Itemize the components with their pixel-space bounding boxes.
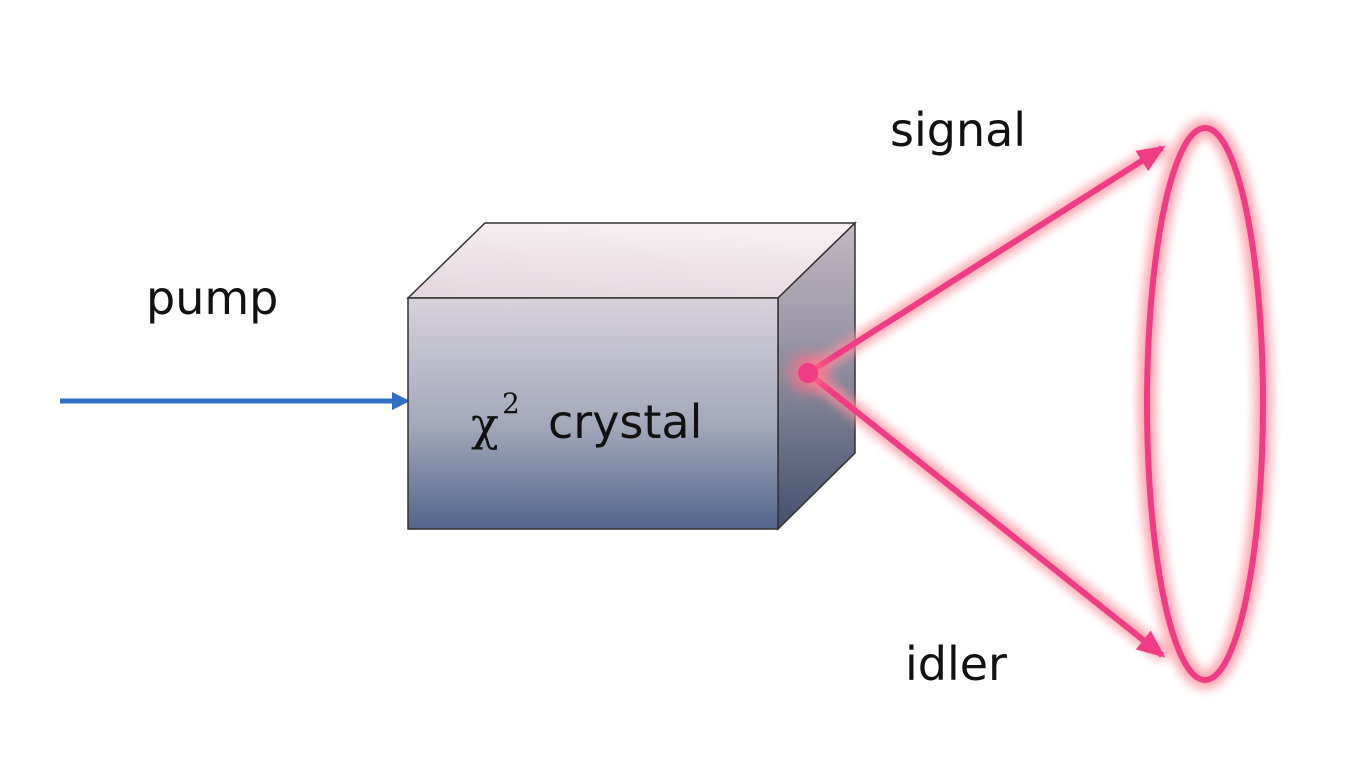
pump-arrowhead-icon — [392, 392, 410, 410]
signal-beam — [806, 145, 1166, 376]
crystal-front-face — [407, 297, 779, 530]
idler-beam — [806, 370, 1166, 658]
emission-spot — [788, 353, 828, 393]
chi-exponent: 2 — [502, 387, 520, 420]
crystal-top-face — [406, 222, 857, 299]
idler-label: idler — [905, 637, 1007, 691]
emission-glow — [800, 119, 1272, 689]
emission-cone-ring — [1144, 125, 1266, 683]
chi-symbol: χ — [471, 397, 499, 451]
pump-beam — [35, 387, 410, 417]
crystal-word: crystal — [548, 395, 702, 449]
pump-label: pump — [146, 271, 278, 325]
crystal-label: χ 2 crystal — [471, 387, 702, 451]
signal-label: signal — [890, 103, 1026, 157]
crystal-block — [406, 221, 857, 531]
